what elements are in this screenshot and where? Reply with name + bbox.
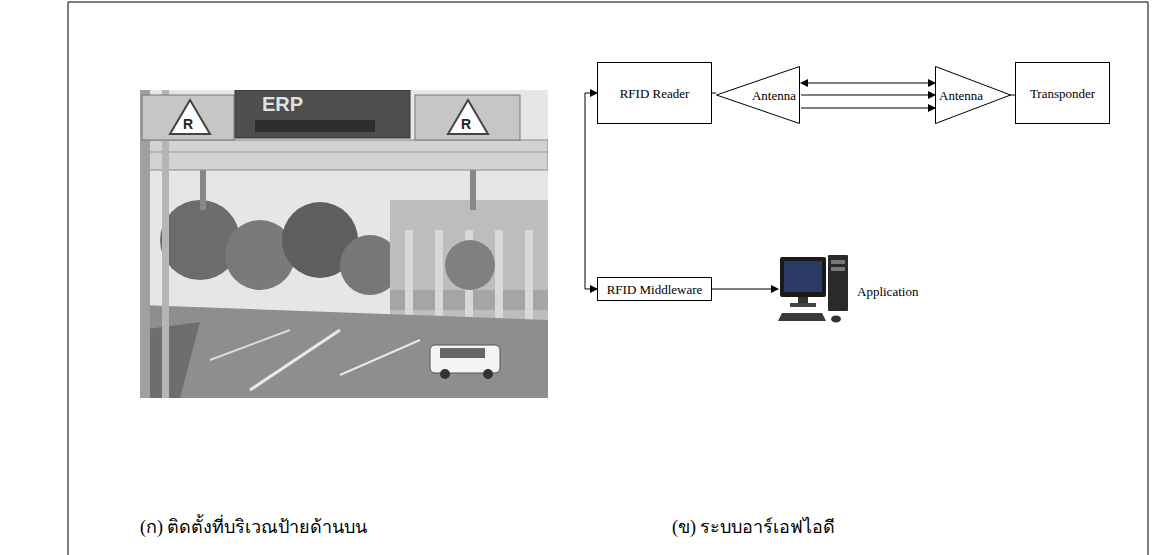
subfigure-caption: (ก) ติดตั้งที่บริเวณป้ายด้านบน	[140, 512, 368, 541]
sign-letter: R	[183, 116, 193, 132]
sign-letter: R	[461, 116, 471, 132]
connector-arrow	[801, 83, 935, 84]
node-text: Antenna	[752, 88, 796, 103]
node-text: RFID Middleware	[607, 282, 703, 297]
node-text: Transponder	[1030, 86, 1095, 101]
connector-arrow	[712, 289, 778, 290]
subfigure-caption: (ข) ระบบอาร์เอฟไอดี	[672, 512, 836, 541]
middleware-box: RFID Middleware	[597, 277, 712, 301]
transponder-box: Transponder	[1015, 62, 1110, 124]
computer-icon	[778, 251, 853, 331]
connector-arrow	[801, 95, 935, 96]
node-text: RFID Reader	[620, 86, 690, 101]
antenna-triangle: Antenna	[716, 66, 801, 124]
connector-arrow	[712, 93, 716, 94]
erp-gantry-photo	[140, 90, 548, 398]
node-text: Application	[857, 284, 918, 299]
reader-box: RFID Reader	[597, 62, 712, 124]
node-text: Antenna	[939, 88, 983, 103]
sign-text: ERP	[262, 93, 303, 116]
connector-arrow	[801, 108, 935, 109]
antenna-triangle: Antenna	[935, 66, 1020, 124]
application-node: Application	[778, 250, 938, 332]
connector-arrow	[585, 93, 597, 289]
frame-line	[68, 2, 1148, 555]
